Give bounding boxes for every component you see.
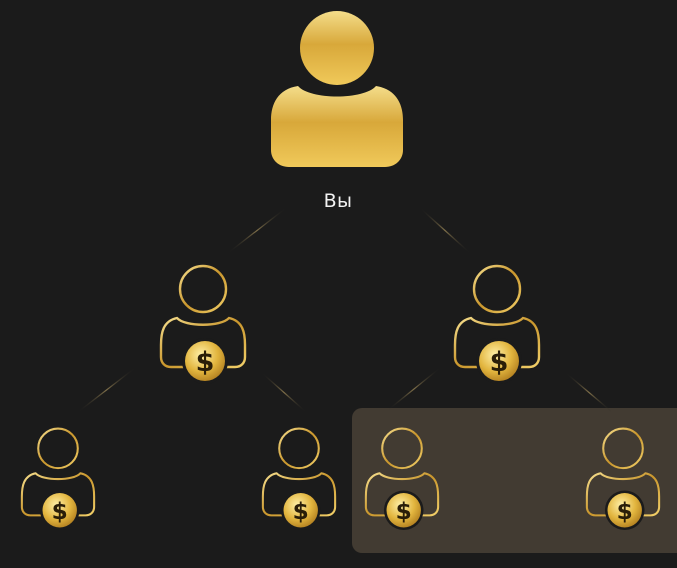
connector-root-right xyxy=(419,207,471,254)
connector-left-left xyxy=(77,367,136,413)
tree-connectors xyxy=(77,207,613,413)
root-user-icon xyxy=(271,11,403,167)
level1-user-left-icon xyxy=(159,264,247,386)
root-user-label: Вы xyxy=(323,190,353,212)
connector-left-right xyxy=(261,372,307,413)
level2-user-2-icon xyxy=(261,427,337,532)
highlight-panel xyxy=(352,408,677,553)
connector-root-left xyxy=(227,207,287,254)
connector-right-left xyxy=(387,367,441,411)
level2-user-1-icon xyxy=(20,427,96,532)
level1-user-right-icon xyxy=(453,264,541,386)
connector-right-right xyxy=(565,372,613,413)
